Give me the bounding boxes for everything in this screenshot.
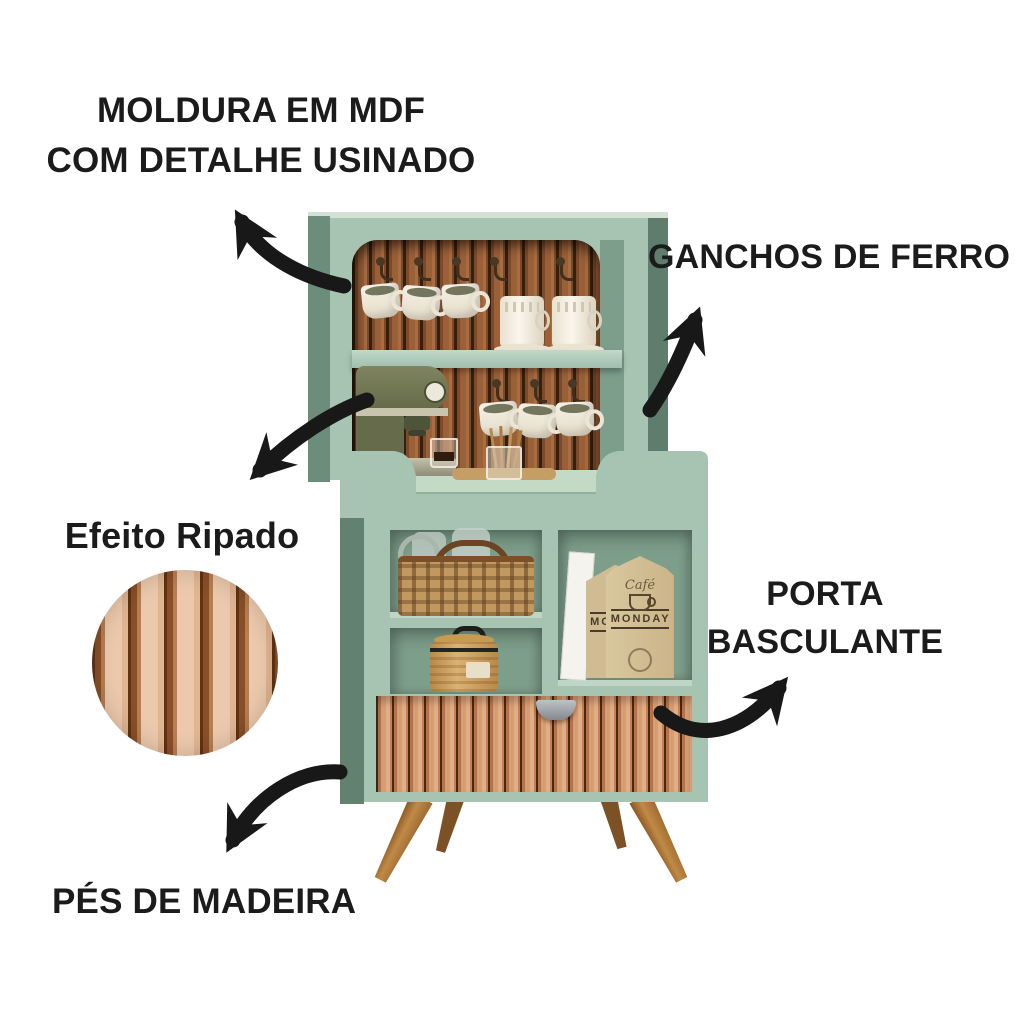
label-ganchos: GANCHOS DE FERRO bbox=[648, 238, 1011, 276]
flap-door-ripado bbox=[376, 696, 692, 792]
label-pes-madeira: PÉS DE MADEIRA bbox=[52, 882, 357, 921]
coffee-bag-script: Café bbox=[624, 578, 656, 593]
teapot-canister bbox=[500, 296, 550, 350]
iron-hook bbox=[376, 257, 393, 281]
coffee-machine-dial bbox=[424, 381, 446, 403]
saucer bbox=[546, 344, 604, 355]
ripado-detail-circle bbox=[92, 570, 278, 756]
iron-hook bbox=[414, 257, 431, 281]
iron-hook bbox=[556, 257, 573, 281]
stick-jar bbox=[486, 446, 522, 480]
teapot-canister bbox=[552, 296, 602, 350]
iron-hook bbox=[490, 257, 507, 281]
hanging-mug bbox=[360, 282, 402, 320]
counter-apron bbox=[340, 451, 708, 518]
hanging-mug bbox=[400, 284, 442, 322]
coffee-cup-icon bbox=[629, 594, 656, 611]
hanging-mug bbox=[517, 403, 557, 439]
coffee-machine-chrome-band bbox=[356, 408, 448, 416]
coffee-bag-label: MONDAY bbox=[610, 609, 670, 629]
hutch-top-surface bbox=[308, 212, 668, 222]
wood-leg-front-right bbox=[629, 793, 692, 886]
label-porta-basculante: PORTA BASCULANTE bbox=[698, 570, 952, 666]
coffee-machine-group-head bbox=[404, 416, 430, 430]
coffee-bag-front: Café MONDAY bbox=[606, 556, 674, 678]
iron-hook bbox=[492, 379, 509, 403]
espresso-coffee bbox=[434, 452, 454, 461]
label-moldura: MOLDURA EM MDF COM DETALHE USINADO bbox=[38, 86, 484, 186]
label-efeito-ripado: Efeito Ripado bbox=[64, 515, 300, 556]
saucer bbox=[494, 344, 552, 355]
hanging-mug bbox=[441, 283, 481, 319]
door-handle bbox=[536, 700, 576, 720]
curved-arrow-pes bbox=[225, 764, 348, 853]
canister-band bbox=[430, 648, 498, 652]
wicker-basket bbox=[398, 556, 534, 616]
iron-hook bbox=[452, 257, 469, 281]
iron-hook bbox=[530, 379, 547, 403]
label-porta-line1: PORTA bbox=[766, 575, 884, 613]
label-moldura-line1: MOLDURA EM MDF bbox=[96, 91, 426, 130]
label-moldura-line2: COM DETALHE USINADO bbox=[46, 141, 476, 180]
shelf-edge-right bbox=[558, 680, 692, 686]
canister-label bbox=[466, 662, 490, 678]
label-porta-line2: BASCULANTE bbox=[706, 623, 944, 661]
wood-leg-front-left bbox=[370, 793, 433, 886]
portafilter-handle bbox=[408, 430, 426, 436]
hutch-shelf bbox=[352, 350, 622, 368]
coffee-bag-stamp bbox=[628, 648, 652, 672]
iron-hook bbox=[568, 379, 585, 403]
hutch-left-side-panel bbox=[308, 216, 330, 482]
base-left-side-panel bbox=[340, 516, 364, 804]
hanging-mug bbox=[555, 401, 595, 437]
